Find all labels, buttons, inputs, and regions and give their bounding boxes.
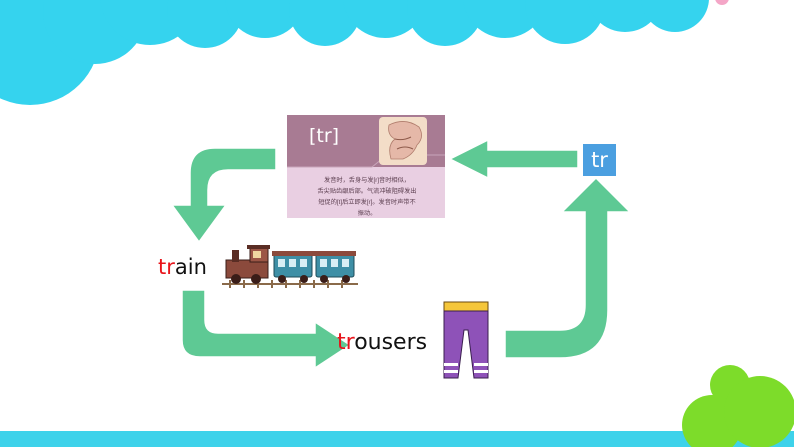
blend-box: tr <box>583 144 616 176</box>
word-trousers-rest: ousers <box>354 330 428 355</box>
trousers-icon <box>443 301 489 379</box>
arrow-bend-right-icon <box>181 289 352 370</box>
bottom-strip <box>0 431 794 447</box>
arrow-bend-down-icon <box>170 147 277 244</box>
word-trousers: trousers <box>337 330 427 355</box>
word-train: train <box>158 255 207 279</box>
word-train-prefix: tr <box>158 255 175 279</box>
pronunciation-description: 发音时，舌身与发[r]音时相似， 舌尖贴齿龈后部。气流冲破阻碍发出 短促的[t]… <box>317 177 417 217</box>
mouth-diagram <box>287 117 445 168</box>
train-icon <box>222 245 358 288</box>
word-train-rest: ain <box>174 255 207 279</box>
arrow-bend-up-icon <box>504 176 632 359</box>
phonics-card: [tr] 发音时，舌身与发[r]音时相似， 舌尖贴齿龈后部。气流冲破阻碍发出 短… <box>287 115 445 218</box>
top-bubbles <box>0 0 709 105</box>
pink-bubble <box>715 0 729 5</box>
arrow-left-icon <box>448 138 579 180</box>
word-trousers-prefix: tr <box>337 330 355 355</box>
green-circles <box>682 365 794 447</box>
phonetic-symbol: [tr] <box>309 125 340 147</box>
